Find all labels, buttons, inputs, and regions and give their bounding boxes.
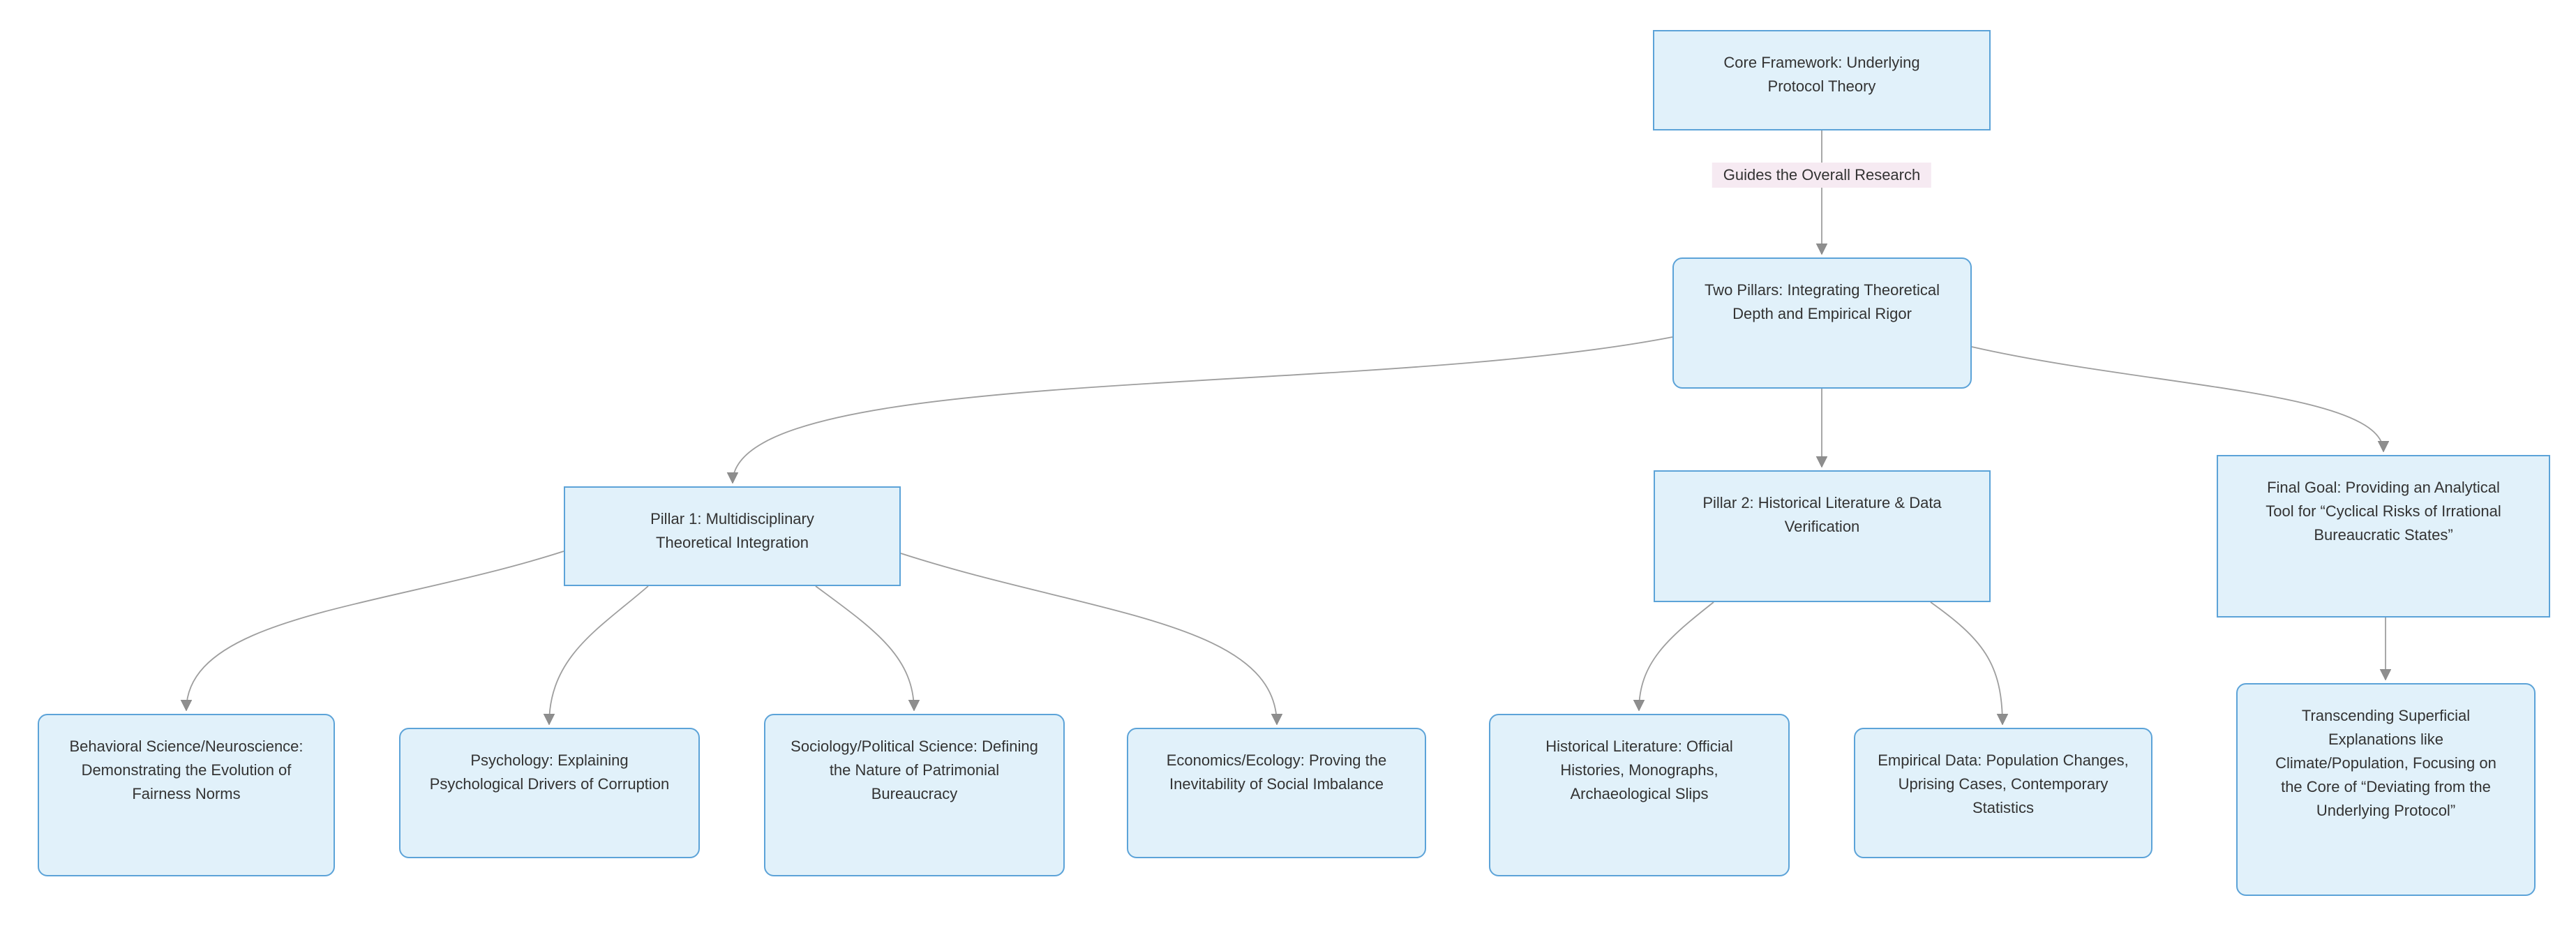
edge-pillar1-to-psychology	[549, 585, 649, 724]
node-pillar2-data-verification: Pillar 2: Historical Literature & Data V…	[1654, 470, 1991, 602]
node-empirical-data: Empirical Data: Population Changes, Upri…	[1854, 728, 2152, 858]
edge-pillar2-to-histlit	[1639, 601, 1714, 710]
node-pillar1-theoretical-integration: Pillar 1: Multidisciplinary Theoretical …	[564, 486, 901, 586]
edge-pillar1-to-economics	[900, 553, 1277, 724]
edge-twopillars-to-finalgoal	[1971, 346, 2383, 451]
node-psychology: Psychology: Explaining Psychological Dri…	[399, 728, 700, 858]
node-final-goal: Final Goal: Providing an Analytical Tool…	[2217, 455, 2550, 618]
node-transcending-explanations: Transcending Superficial Explanations li…	[2236, 683, 2536, 896]
edge-twopillars-to-pillar1	[733, 336, 1673, 483]
edge-pillar2-to-empirical	[1930, 601, 2002, 724]
node-two-pillars: Two Pillars: Integrating Theoretical Dep…	[1672, 257, 1972, 389]
node-economics-ecology: Economics/Ecology: Proving the Inevitabi…	[1127, 728, 1426, 858]
node-core-framework: Core Framework: Underlying Protocol Theo…	[1653, 30, 1991, 130]
edge-label-guides-research: Guides the Overall Research	[1712, 163, 1932, 188]
edge-pillar1-to-sociology	[815, 585, 914, 710]
node-behavioral-science: Behavioral Science/Neuroscience: Demonst…	[38, 714, 335, 876]
node-sociology-political-science: Sociology/Political Science: Defining th…	[764, 714, 1065, 876]
node-historical-literature: Historical Literature: Official Historie…	[1489, 714, 1790, 876]
edge-pillar1-to-behavioral	[186, 551, 564, 710]
